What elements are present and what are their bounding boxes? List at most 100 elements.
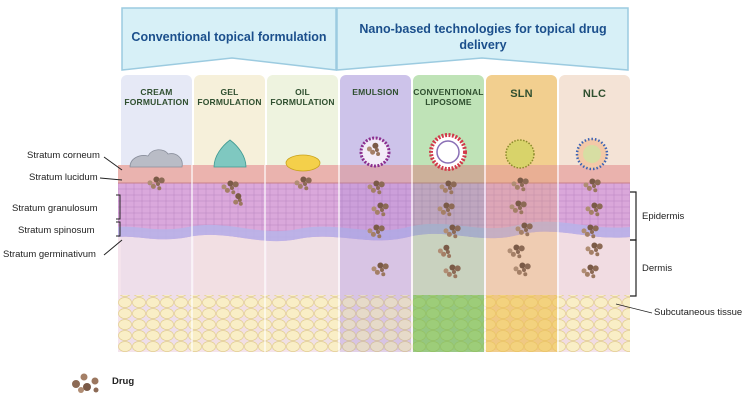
drug-particle (370, 187, 376, 193)
drug-particle (519, 210, 524, 215)
drug-particle (303, 182, 307, 186)
drug-particle (147, 180, 153, 186)
label-stratum-germinativum: Stratum germinativum (3, 249, 96, 260)
drug-particle (449, 190, 454, 195)
drug-particle (509, 204, 515, 210)
drug-particle (596, 243, 603, 250)
drug-particle (374, 269, 380, 275)
gel-drop (213, 139, 247, 168)
drug-particle (524, 263, 531, 270)
drug-particle (521, 187, 526, 192)
drug-particle (581, 268, 587, 274)
label-stratum-granulosum: Stratum granulosum (12, 203, 98, 214)
sln-tint (486, 165, 557, 352)
drug-particle (515, 226, 521, 232)
drug-particle (592, 225, 599, 232)
subcutaneous-layer (118, 295, 630, 352)
drug-particle (524, 228, 528, 232)
drug-particle (232, 181, 239, 188)
drug-particle (439, 184, 445, 190)
drug-particle (446, 208, 450, 212)
drug-particle (380, 208, 384, 212)
drug-particle (445, 250, 450, 254)
drug-particle (590, 230, 594, 234)
drug-particle (454, 265, 461, 272)
drug-particle (230, 186, 234, 190)
drug-particle (592, 184, 596, 188)
drug-particle (221, 184, 227, 190)
drug-particle (522, 178, 529, 185)
drug-particle (377, 234, 382, 239)
drug-particle (294, 180, 300, 186)
drug-particle (304, 186, 309, 191)
drug-particle (442, 187, 448, 193)
drug-particle (366, 146, 372, 152)
drug-particle (453, 234, 458, 239)
panel-emulsion-title-line1: EMULSION (352, 87, 399, 97)
drug-particle (520, 201, 527, 208)
nano-banner-line2: delivery (459, 38, 507, 52)
drug-particle (377, 190, 382, 195)
drug-particle (595, 212, 600, 217)
drug-particle (449, 264, 456, 271)
drug-particle (589, 178, 596, 185)
drug-particle (519, 262, 526, 269)
drug-particle (594, 208, 598, 212)
drug-particle (376, 230, 380, 234)
drug-particle (440, 209, 446, 215)
drug-particle (450, 181, 457, 188)
sln-fat-tint (486, 295, 557, 352)
panel-oil-title-line1: OIL (295, 87, 310, 97)
drug-particle (378, 225, 385, 232)
drug-particle (370, 231, 376, 237)
drug-particle (522, 268, 526, 272)
drug-particle (367, 184, 373, 190)
drug-particle (238, 201, 243, 206)
drug-particle (371, 266, 377, 272)
drug-particle (520, 183, 524, 187)
drug-particle (445, 180, 452, 187)
drug-particle (157, 186, 162, 191)
drug-particle (443, 268, 449, 274)
drug-particle (525, 232, 530, 237)
drug-particle (443, 202, 450, 209)
panel-cream-title-line1: CREAM (140, 87, 173, 97)
drug-particle (441, 251, 447, 257)
drug-particle (381, 272, 386, 277)
drug-particle (517, 254, 522, 259)
drug-particle (381, 212, 386, 217)
drug-particle (372, 142, 379, 149)
panel-cream-title: CREAM FORMULATION (121, 87, 192, 107)
epidermis-cells (118, 183, 630, 242)
label-subcutaneous: Subcutaneous tissue (654, 307, 743, 318)
drug-particle (588, 249, 594, 255)
panel-liposome-title-line2: LIPOSOME (425, 97, 472, 107)
drug-particle (150, 183, 156, 189)
lucidum-pointer (99, 177, 123, 181)
legend-drug-label: Drug (112, 376, 135, 387)
liposome-fat-tint (413, 295, 484, 352)
nano-banner-shape (336, 7, 629, 71)
drug-particle (583, 182, 589, 188)
label-stratum-spinosum: Stratum spinosum (18, 225, 95, 236)
drug-particle (591, 242, 598, 249)
drug-particle (523, 272, 528, 277)
drug-particle (374, 209, 380, 215)
panel-nlc-title-line1: NLC (582, 88, 607, 100)
nano-banner-line1: Nano-based technologies for topical drug (359, 22, 607, 36)
drug-particle (367, 228, 373, 234)
drug-particle (591, 234, 596, 239)
drug-particle (153, 176, 160, 183)
drug-particle (382, 263, 389, 270)
liposome-inner-ring (436, 140, 460, 164)
drug-particle (454, 225, 461, 232)
drug-particle (581, 228, 587, 234)
panel-emulsion-title: EMULSION (340, 87, 411, 97)
skin-cross-section (118, 165, 630, 352)
drug-particle (156, 182, 160, 186)
label-epidermis: Epidermis (642, 211, 685, 222)
drug-particle (515, 200, 522, 207)
drug-particle (380, 268, 384, 272)
cream-blob (129, 149, 183, 168)
